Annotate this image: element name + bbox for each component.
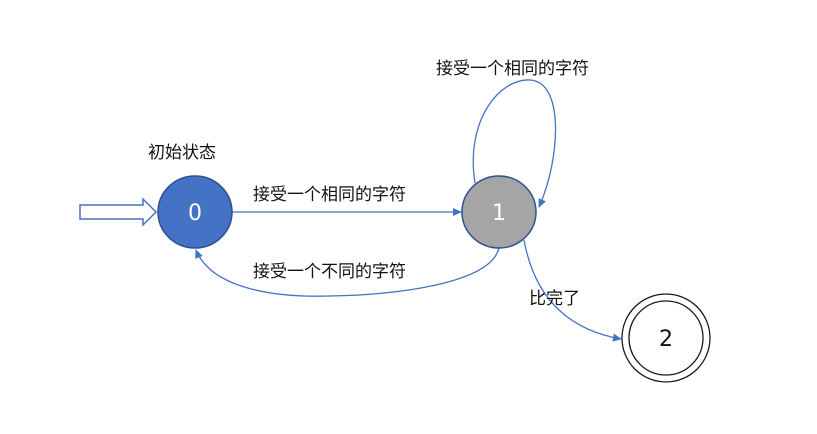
edge-1-self-loop-label: 接受一个相同的字符	[436, 59, 589, 79]
state-1: 1	[461, 175, 537, 249]
initial-state-label: 初始状态	[148, 143, 216, 163]
state-0: 0	[157, 175, 233, 249]
state-2-label: 2	[659, 327, 673, 352]
state-2-final: 2	[621, 293, 711, 383]
state-0-label: 0	[188, 201, 202, 226]
initial-arrow	[79, 197, 158, 227]
edge-1-to-0	[195, 247, 500, 297]
edge-1-to-2	[523, 239, 622, 342]
edge-1-self-loop	[472, 79, 557, 208]
edge-1-to-2-label: 比完了	[529, 289, 580, 309]
state-1-label: 1	[492, 201, 506, 226]
edge-1-to-0-label: 接受一个不同的字符	[253, 262, 406, 282]
edge-0-to-1-label: 接受一个相同的字符	[253, 185, 406, 205]
